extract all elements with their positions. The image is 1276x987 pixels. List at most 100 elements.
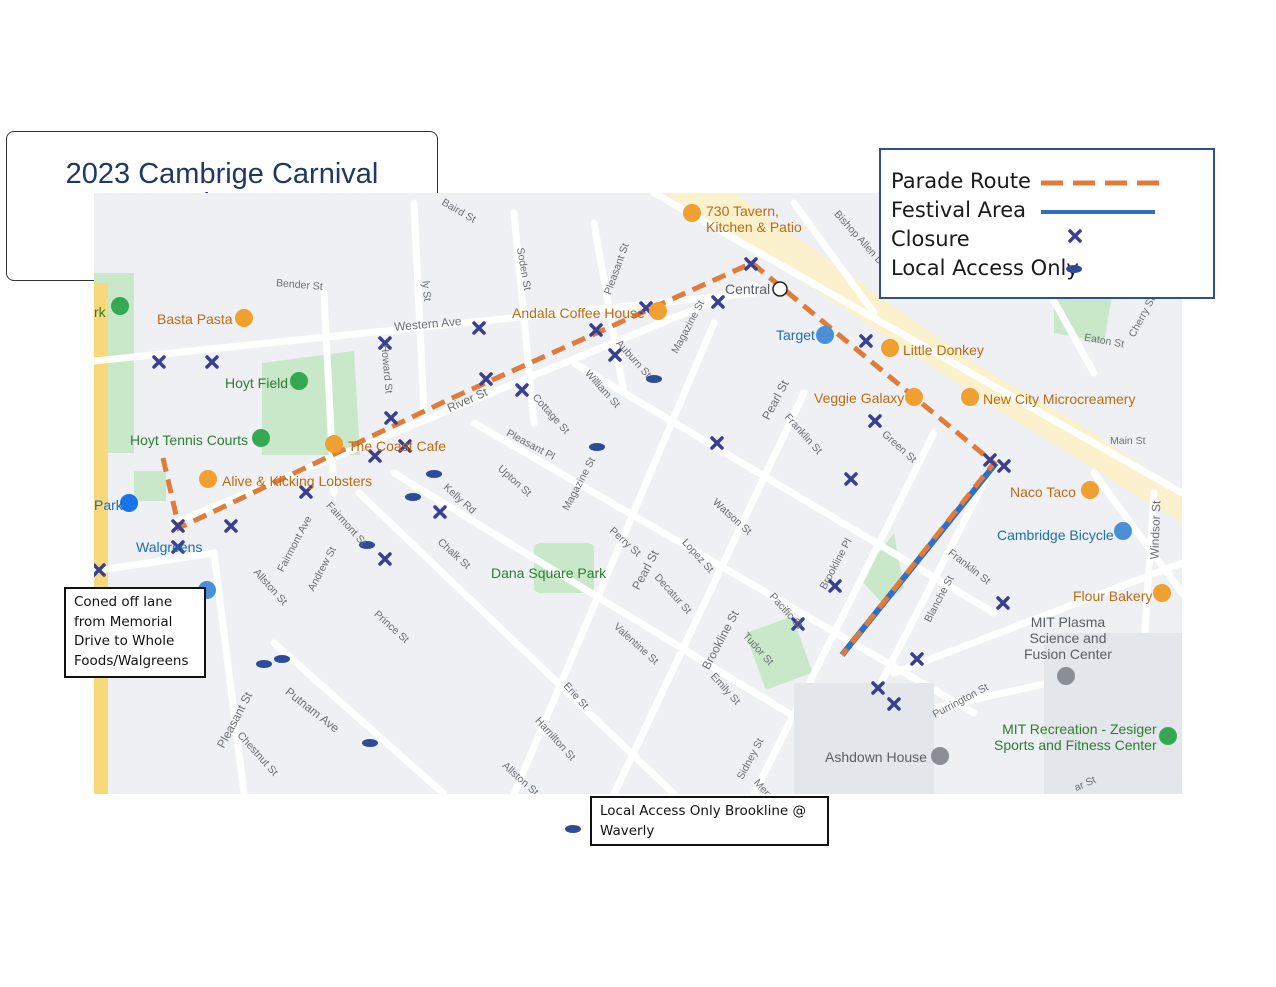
street-ly-st: ly St: [419, 280, 434, 302]
closure-marker: [868, 414, 882, 428]
restaurant-pin-icon: [235, 309, 253, 327]
green-patch: [745, 616, 813, 690]
park-pin-icon: [252, 429, 270, 447]
legend-parade-route-label: Parade Route: [891, 169, 1031, 193]
restaurant-pin-icon: [683, 204, 701, 222]
restaurant-pin-icon: [1081, 481, 1099, 499]
local-access-marker: [589, 443, 605, 451]
label-flour-bakery: Flour Bakery: [1073, 588, 1153, 604]
park-pin-icon: [1159, 727, 1177, 745]
school-pin-icon: [931, 747, 949, 765]
dessert-pin-icon: [961, 388, 979, 406]
local-access-marker: [274, 655, 290, 663]
park-patch-2: [146, 475, 164, 495]
closure-marker: [859, 334, 873, 348]
label-730-tavern: 730 Tavern,Kitchen & Patio: [706, 203, 802, 235]
cafe-pin-icon: [325, 435, 343, 453]
local-access-note-symbol: [565, 825, 581, 833]
closure-marker: [887, 697, 901, 711]
label-veggie-galaxy: Veggie Galaxy: [814, 390, 905, 406]
closure-marker: [378, 552, 392, 566]
label-coast-cafe: The Coast Cafe: [348, 438, 447, 454]
label-cambridge-bicycle: Cambridge Bicycle: [997, 527, 1114, 543]
closure-marker: [871, 681, 885, 695]
hoyt-field-park: [262, 351, 360, 455]
festival-area-line: [839, 461, 999, 657]
closure-marker: [608, 348, 622, 362]
closure-marker: [205, 355, 219, 369]
label-dana-square-park: Dana Square Park: [491, 565, 607, 581]
label-walgreens: Walgreens: [136, 539, 203, 555]
coned-lane-note: Coned off lane from Memorial Drive to Wh…: [64, 587, 206, 678]
cafe-pin-icon: [649, 302, 667, 320]
label-park: Park: [94, 497, 123, 513]
map-legend: Parade Route Festival Area Closure Local…: [879, 148, 1215, 299]
legend-closure-label: Closure: [891, 227, 970, 251]
closure-marker: [398, 439, 412, 453]
ashdown-block: [794, 683, 934, 794]
closure-marker: [997, 459, 1011, 473]
local-access-marker: [359, 541, 375, 549]
restaurant-pin-icon: [881, 339, 899, 357]
legend-local-access-label: Local Access Only: [891, 256, 1079, 280]
label-andala-coffee: Andala Coffee House: [512, 305, 645, 321]
closure-marker: [828, 579, 842, 593]
parade-route-line: [160, 260, 998, 657]
street-main-st: Main St: [1110, 435, 1146, 447]
bakery-pin-icon: [1153, 584, 1171, 602]
legend-closure-symbol: [1068, 229, 1082, 243]
shopping-pin-icon: [816, 326, 834, 344]
label-lobsters: Alive & Kicking Lobsters: [222, 473, 373, 489]
legend-festival-area-symbol: [1041, 210, 1155, 214]
closure-marker: [94, 563, 106, 577]
local-access-markers: [256, 375, 662, 747]
mit-block: [1044, 633, 1182, 794]
label-naco-taco: Naco Taco: [1010, 484, 1076, 500]
legend-festival-area-label: Festival Area: [891, 198, 1026, 222]
transit-station-icon: [772, 281, 788, 297]
local-access-marker: [362, 739, 378, 747]
blocks: [794, 633, 1182, 794]
closure-marker: [710, 436, 724, 450]
label-hoyt-field: Hoyt Field: [225, 375, 289, 391]
dana-square-park: [534, 543, 594, 593]
label-microcreamery: New City Microcreamery: [983, 391, 1136, 407]
closure-marker: [983, 453, 997, 467]
closure-marker: [368, 449, 382, 463]
closure-marker: [152, 355, 166, 369]
local-access-marker: [405, 493, 421, 501]
legend-parade-route-symbol: [1041, 180, 1161, 186]
closure-marker: [433, 505, 447, 519]
closure-marker: [299, 485, 313, 499]
park-pin-icon: [290, 372, 308, 390]
label-hoyt-tennis: Hoyt Tennis Courts: [130, 432, 249, 448]
closure-marker: [479, 372, 493, 386]
label-target: Target: [776, 327, 815, 343]
closure-marker: [224, 519, 238, 533]
closure-marker: [589, 323, 603, 337]
closure-marker: [378, 336, 392, 350]
local-access-marker: [426, 470, 442, 478]
closure-marker: [171, 540, 185, 554]
local-access-marker: [256, 660, 272, 668]
school-pin-icon: [1057, 667, 1075, 685]
label-ashdown-house: Ashdown House: [825, 749, 927, 765]
local-access-note: Local Access Only Brookline @ Waverly: [590, 796, 829, 846]
camera-pin-icon: [120, 494, 138, 512]
legend-local-access-symbol: [1066, 265, 1082, 273]
park-pin-icon: [111, 297, 129, 315]
street-windsor-st: Windsor St: [1147, 500, 1164, 560]
closure-marker: [171, 519, 185, 533]
closure-marker: [384, 411, 398, 425]
label-central: Central: [725, 281, 771, 297]
closure-marker: [711, 295, 725, 309]
shopping-pin-icon: [1114, 522, 1132, 540]
closure-marker: [515, 383, 529, 397]
closure-marker: [744, 257, 758, 271]
closure-marker: [844, 472, 858, 486]
map-canvas: [94, 193, 1182, 794]
restaurant-pin-icon: [199, 470, 217, 488]
local-access-marker: [646, 375, 662, 383]
